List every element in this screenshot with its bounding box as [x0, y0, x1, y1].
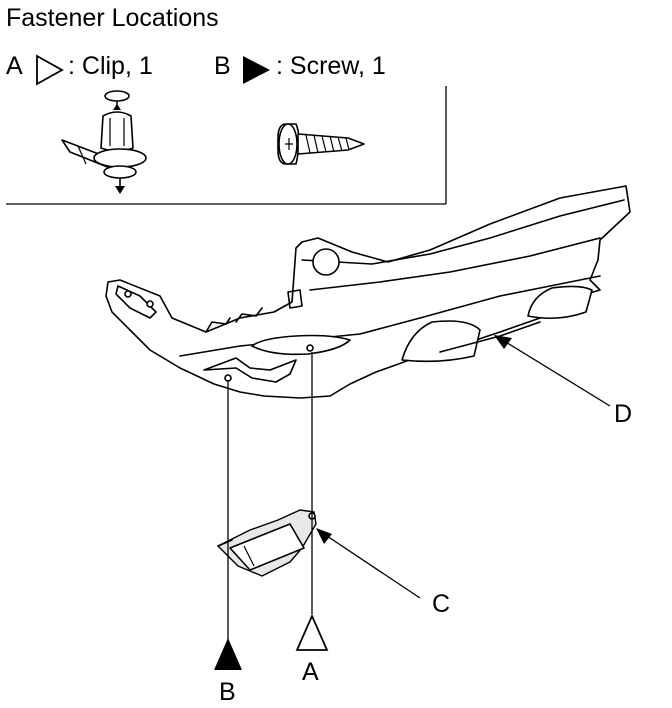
open-triangle-icon: [295, 613, 329, 651]
legend-a-text: : Clip, 1: [68, 52, 153, 80]
diagram-title: Fastener Locations: [6, 4, 219, 32]
screw-illustration: [277, 123, 365, 165]
callout-c: C: [432, 590, 451, 618]
filled-triangle-icon: [243, 56, 270, 84]
open-triangle-icon: [36, 54, 64, 86]
legend-b-text: : Screw, 1: [276, 52, 386, 80]
filled-triangle-icon: [214, 638, 242, 670]
cover-part-c: [217, 509, 317, 577]
callout-b: B: [219, 678, 236, 706]
legend-b-letter: B: [214, 52, 231, 80]
arrowhead-d: [494, 335, 512, 349]
leader-d: [495, 335, 611, 407]
bumper-assembly: [105, 185, 631, 399]
callout-d: D: [614, 400, 633, 428]
leader-c: [317, 529, 421, 599]
callout-a: A: [302, 658, 319, 686]
arrowhead-c: [316, 528, 332, 544]
legend-a-letter: A: [6, 52, 23, 80]
clip-illustration: [61, 90, 147, 194]
